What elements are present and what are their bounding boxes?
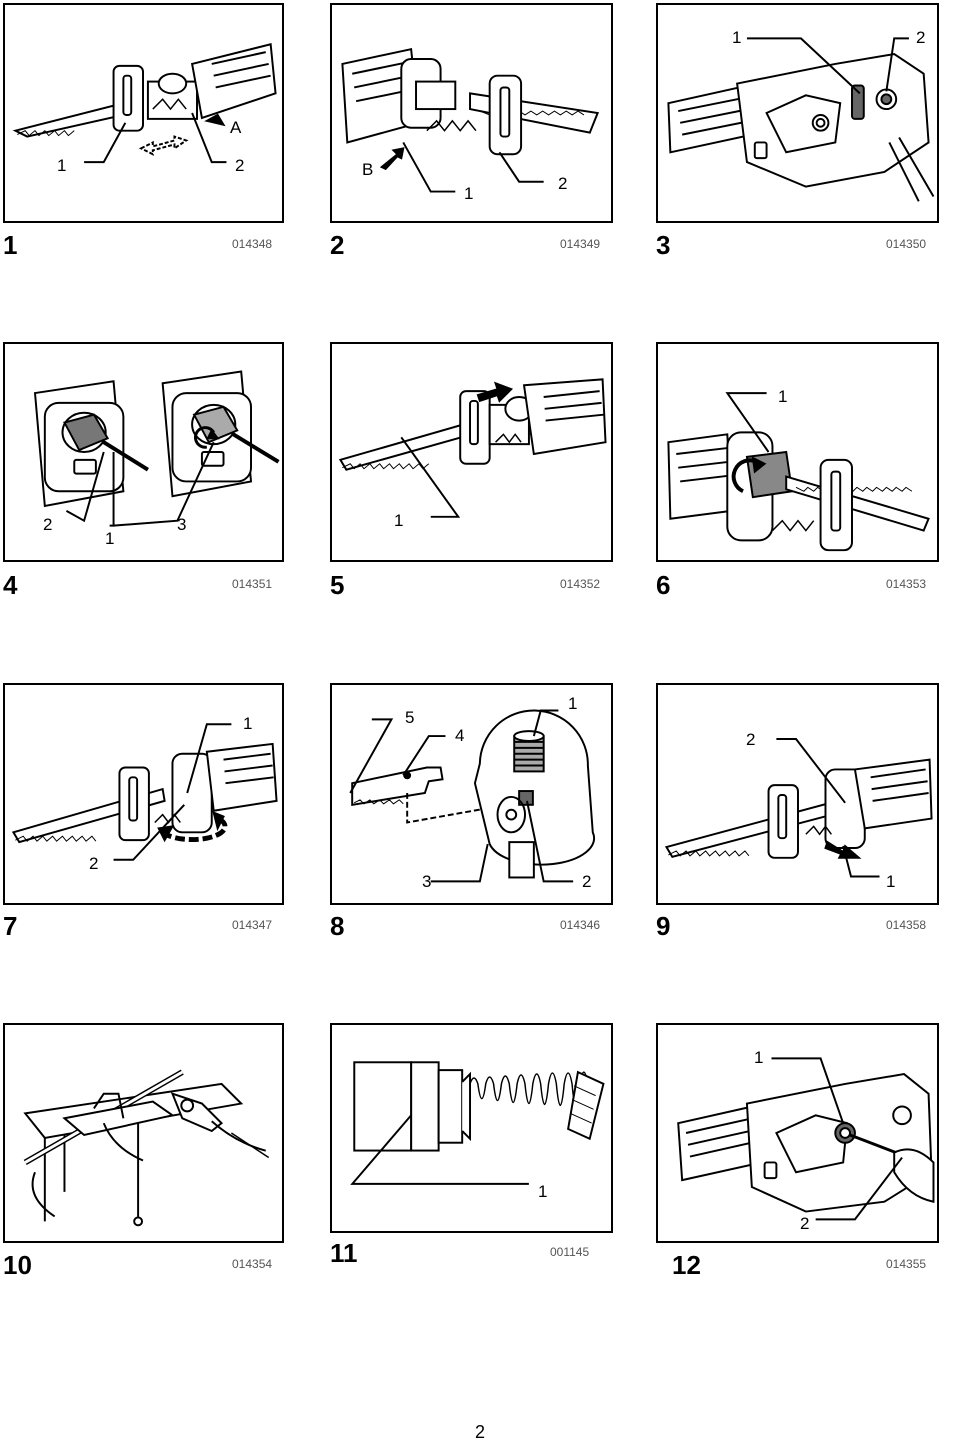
figure-2-label-1: 1	[464, 184, 474, 203]
figure-1-number: 1	[3, 230, 18, 260]
figure-12-illustration	[677, 1057, 935, 1221]
figure-3-number: 3	[656, 230, 671, 260]
figure-2-label-b: B	[362, 160, 374, 179]
figure-8-label-2: 2	[582, 872, 592, 891]
figure-9-panel: 2 1	[656, 683, 939, 905]
figure-8-panel: 5 4 1 3 2	[330, 683, 613, 905]
figure-8-label-1: 1	[568, 694, 578, 713]
figure-5-panel: 1	[330, 342, 613, 562]
figure-10-number: 10	[3, 1250, 32, 1280]
figure-4-panel: 2 1 3	[3, 342, 284, 562]
figure-2-panel: B 1 2	[330, 3, 613, 223]
figure-8-label-5: 5	[405, 708, 415, 727]
figure-1-code: 014348	[232, 237, 273, 251]
figure-12-panel: 1 2	[656, 1023, 939, 1243]
figure-1-panel: 1 2 A	[3, 3, 284, 223]
figure-5-number: 5	[330, 570, 345, 600]
figure-4-label-3: 3	[177, 515, 187, 534]
figure-4-illustration	[33, 370, 280, 527]
figure-3-panel: 1 2	[656, 3, 939, 223]
figure-4-number: 4	[3, 570, 18, 600]
figure-9-number: 9	[656, 911, 671, 941]
figure-4-label-1: 1	[105, 529, 115, 548]
figure-10-panel	[3, 1023, 284, 1243]
figure-4-code: 014351	[232, 577, 273, 591]
figure-6-code: 014353	[886, 577, 927, 591]
figure-11-panel: 1	[330, 1023, 613, 1233]
figure-8-illustration	[349, 709, 596, 883]
figure-4-label-2: 2	[43, 515, 53, 534]
figure-2-code: 014349	[560, 237, 601, 251]
figure-8-label-4: 4	[455, 726, 465, 745]
figure-9-illustration	[664, 738, 933, 878]
figure-6-number: 6	[656, 570, 671, 600]
figure-1-label-a: A	[230, 118, 242, 137]
figure-6-panel: 1	[656, 342, 939, 562]
figure-11-label-1: 1	[538, 1182, 548, 1201]
figure-3-label-2: 2	[916, 28, 926, 47]
figure-1-illustration	[12, 43, 277, 164]
figure-7-code: 014347	[232, 918, 273, 932]
figure-7-number: 7	[3, 911, 18, 941]
figure-3-label-1: 1	[732, 28, 742, 47]
figure-7-panel: 1 2	[3, 683, 284, 905]
figure-2-illustration	[341, 47, 600, 193]
figure-8-code: 014346	[560, 918, 601, 932]
figure-7-illustration	[11, 723, 278, 861]
figure-5-illustration	[338, 378, 607, 518]
figure-9-code: 014358	[886, 918, 927, 932]
figure-5-code: 014352	[560, 577, 601, 591]
figure-2-number: 2	[330, 230, 345, 260]
figure-12-label-2: 2	[800, 1214, 810, 1233]
figure-12-label-1: 1	[754, 1048, 764, 1067]
figure-12-code: 014355	[886, 1257, 927, 1271]
page-number: 2	[474, 1422, 485, 1442]
figure-11-illustration	[350, 1061, 605, 1185]
figure-5-label-1: 1	[394, 511, 404, 530]
figure-6-illustration	[667, 392, 930, 552]
figure-7-label-1: 1	[243, 714, 253, 733]
figure-1-label-2: 2	[235, 156, 245, 175]
figure-2-label-2: 2	[558, 174, 568, 193]
figure-11-number: 11	[330, 1238, 358, 1268]
figure-6-label-1: 1	[778, 387, 788, 406]
figure-7-label-2: 2	[89, 854, 99, 873]
figure-3-code: 014350	[886, 237, 927, 251]
figure-3-illustration	[667, 37, 935, 202]
figure-9-label-2: 2	[746, 730, 756, 749]
figure-8-label-3: 3	[422, 872, 432, 891]
figure-12-number: 12	[672, 1250, 701, 1280]
figure-10-code: 014354	[232, 1257, 273, 1271]
figure-8-number: 8	[330, 911, 345, 941]
figure-9-label-1: 1	[886, 872, 896, 891]
figure-1-label-1: 1	[57, 156, 67, 175]
figure-10-illustration	[23, 1069, 270, 1227]
figure-11-code: 001145	[550, 1245, 590, 1259]
